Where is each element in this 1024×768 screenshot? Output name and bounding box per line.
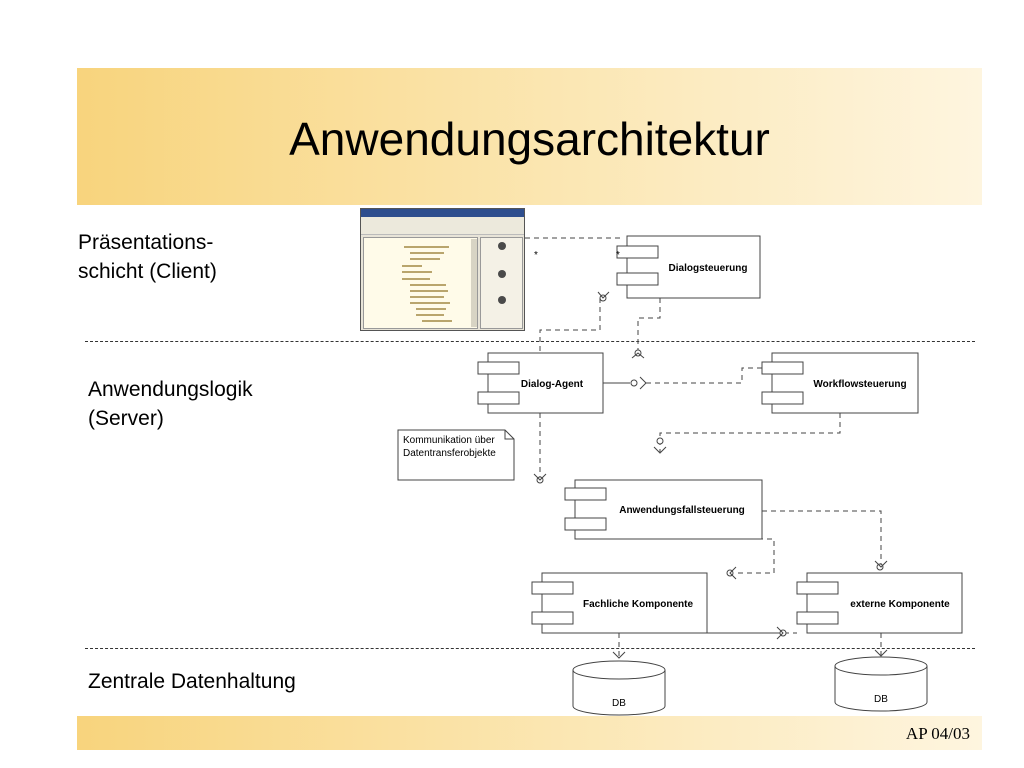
dependency-arrow-icon <box>612 651 626 659</box>
tree-line <box>410 284 446 286</box>
slide-title: Anwendungsarchitektur <box>289 113 770 165</box>
dependency-arrow-icon <box>639 376 647 390</box>
dependency-arrow-icon <box>874 560 888 568</box>
dependency-arrow-icon <box>631 352 645 359</box>
database-right-label: DB <box>874 694 888 705</box>
component-port-icon <box>761 391 804 405</box>
dependency-arrow-icon <box>597 291 610 299</box>
tree-line <box>402 265 422 267</box>
component-label-dialog-agent: Dialog-Agent <box>521 379 584 390</box>
tree-line <box>402 278 430 280</box>
connector-usecase-external <box>762 510 882 565</box>
tree-line <box>410 252 444 254</box>
database-left-label: DB <box>612 698 626 709</box>
component-label-fachliche-komponente: Fachliche Komponente <box>583 599 693 610</box>
tree-line <box>404 246 449 248</box>
layer-separator-top <box>85 341 975 342</box>
component-label-dialogsteuerung: Dialogsteuerung <box>669 263 748 274</box>
component-port-icon <box>616 245 659 259</box>
connector-dialogsteuerung-agent-2 <box>637 298 661 353</box>
note-box <box>397 429 515 481</box>
footer-band: AP 04/03 <box>77 716 982 750</box>
screenshot-tree-panel <box>363 237 478 329</box>
database-left-body-icon <box>572 670 666 716</box>
layer-label-presentation: Präsentations- schicht (Client) <box>78 228 217 286</box>
interface-socket-icon <box>630 379 638 387</box>
tree-line <box>410 296 444 298</box>
title-band: Anwendungsarchitektur <box>77 68 982 205</box>
database-right-body-icon <box>834 666 928 712</box>
dependency-arrow-icon <box>874 649 888 657</box>
dependency-arrow-icon <box>776 626 784 640</box>
layer-label-logic-line2: (Server) <box>88 407 164 430</box>
multiplicity-marker-left: * <box>534 250 538 261</box>
layer-separator-bottom <box>85 648 975 649</box>
footer-text: AP 04/03 <box>905 724 970 743</box>
tree-line <box>402 271 432 273</box>
client-screenshot <box>360 208 525 331</box>
component-port-icon <box>477 361 520 375</box>
note-line1: Kommunikation über <box>403 435 495 446</box>
tree-line <box>416 308 446 310</box>
component-port-icon <box>796 581 839 595</box>
layer-label-logic-line1: Anwendungslogik <box>88 378 253 401</box>
component-port-icon <box>796 611 839 625</box>
palette-icon <box>498 296 506 304</box>
dependency-arrow-icon <box>729 566 737 580</box>
palette-icon <box>498 270 506 278</box>
component-port-icon <box>616 272 659 286</box>
interface-socket-icon <box>656 437 664 445</box>
component-port-icon <box>531 611 574 625</box>
component-port-icon <box>477 391 520 405</box>
component-label-anwendungsfallsteuerung: Anwendungsfallsteuerung <box>619 505 745 516</box>
dependency-arrow-icon <box>533 473 547 481</box>
screenshot-titlebar <box>361 209 524 217</box>
layer-label-presentation-line1: Präsentations- <box>78 231 214 254</box>
tree-line <box>410 302 450 304</box>
dependency-arrow-icon <box>653 446 667 454</box>
multiplicity-marker-right: * <box>616 250 620 261</box>
screenshot-toolbar <box>361 224 524 235</box>
screenshot-palette-panel <box>480 237 523 329</box>
tree-line <box>422 320 452 322</box>
component-port-icon <box>531 581 574 595</box>
component-label-workflowsteuerung: Workflowsteuerung <box>813 379 906 390</box>
note-fold-icon <box>504 430 514 440</box>
tree-line <box>410 290 448 292</box>
connector-dialogsteuerung-agent <box>539 298 601 353</box>
interface-socket-icon <box>876 563 884 571</box>
component-port-icon <box>564 487 607 501</box>
screenshot-scrollbar <box>471 239 477 327</box>
component-port-icon <box>564 517 607 531</box>
database-right-top-icon <box>834 656 928 676</box>
component-label-externe-komponente: externe Komponente <box>850 599 950 610</box>
connector-usecase-domain <box>738 538 775 574</box>
layer-label-presentation-line2: schicht (Client) <box>78 260 217 283</box>
layer-label-logic: Anwendungslogik (Server) <box>88 375 253 433</box>
connector-domain-solid <box>706 573 775 634</box>
palette-icon <box>498 242 506 250</box>
connector-workflow-agent <box>645 367 762 384</box>
connector-workflow-usecase <box>659 413 841 452</box>
database-left-top-icon <box>572 660 666 680</box>
tree-line <box>416 314 444 316</box>
layer-label-data: Zentrale Datenhaltung <box>88 670 296 693</box>
note-line2: Datentransferobjekte <box>403 448 496 459</box>
tree-line <box>410 258 440 260</box>
component-port-icon <box>761 361 804 375</box>
